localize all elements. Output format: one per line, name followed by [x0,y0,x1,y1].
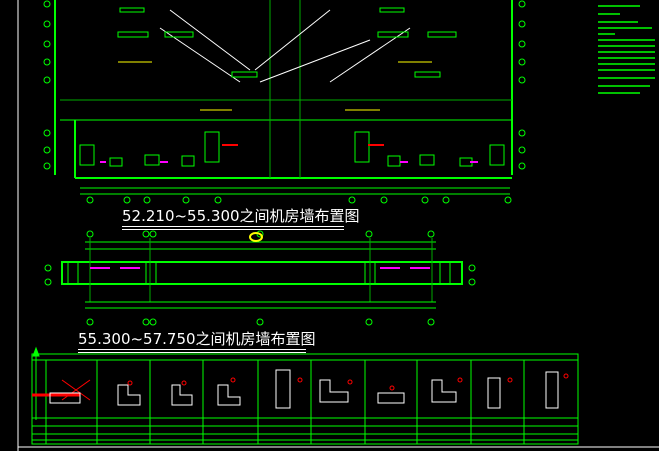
axis-bubbles-middle-right [468,264,476,286]
upper-plan-title-underline [122,226,344,227]
general-notes-block [598,5,655,94]
axis-bubbles-bottom [86,196,512,204]
upper-plan-title-underline-2 [122,229,344,230]
upper-plan-title: 52.210~55.300之间机房墙布置图 [122,207,360,225]
axis-bubbles-left [43,0,51,170]
middle-floor-plan[interactable] [44,230,476,326]
lower-plan-title-underline-2 [78,352,306,353]
lower-plan-title: 55.300~57.750之间机房墙布置图 [78,330,316,348]
axis-bubbles-middle-bottom [86,318,435,326]
lower-plan-title-underline [78,349,306,350]
wall-schedule-table[interactable] [31,346,579,445]
axis-bubbles-right [518,0,526,170]
axis-bubbles-middle-left [44,264,52,286]
top-floor-plan[interactable] [43,0,526,204]
